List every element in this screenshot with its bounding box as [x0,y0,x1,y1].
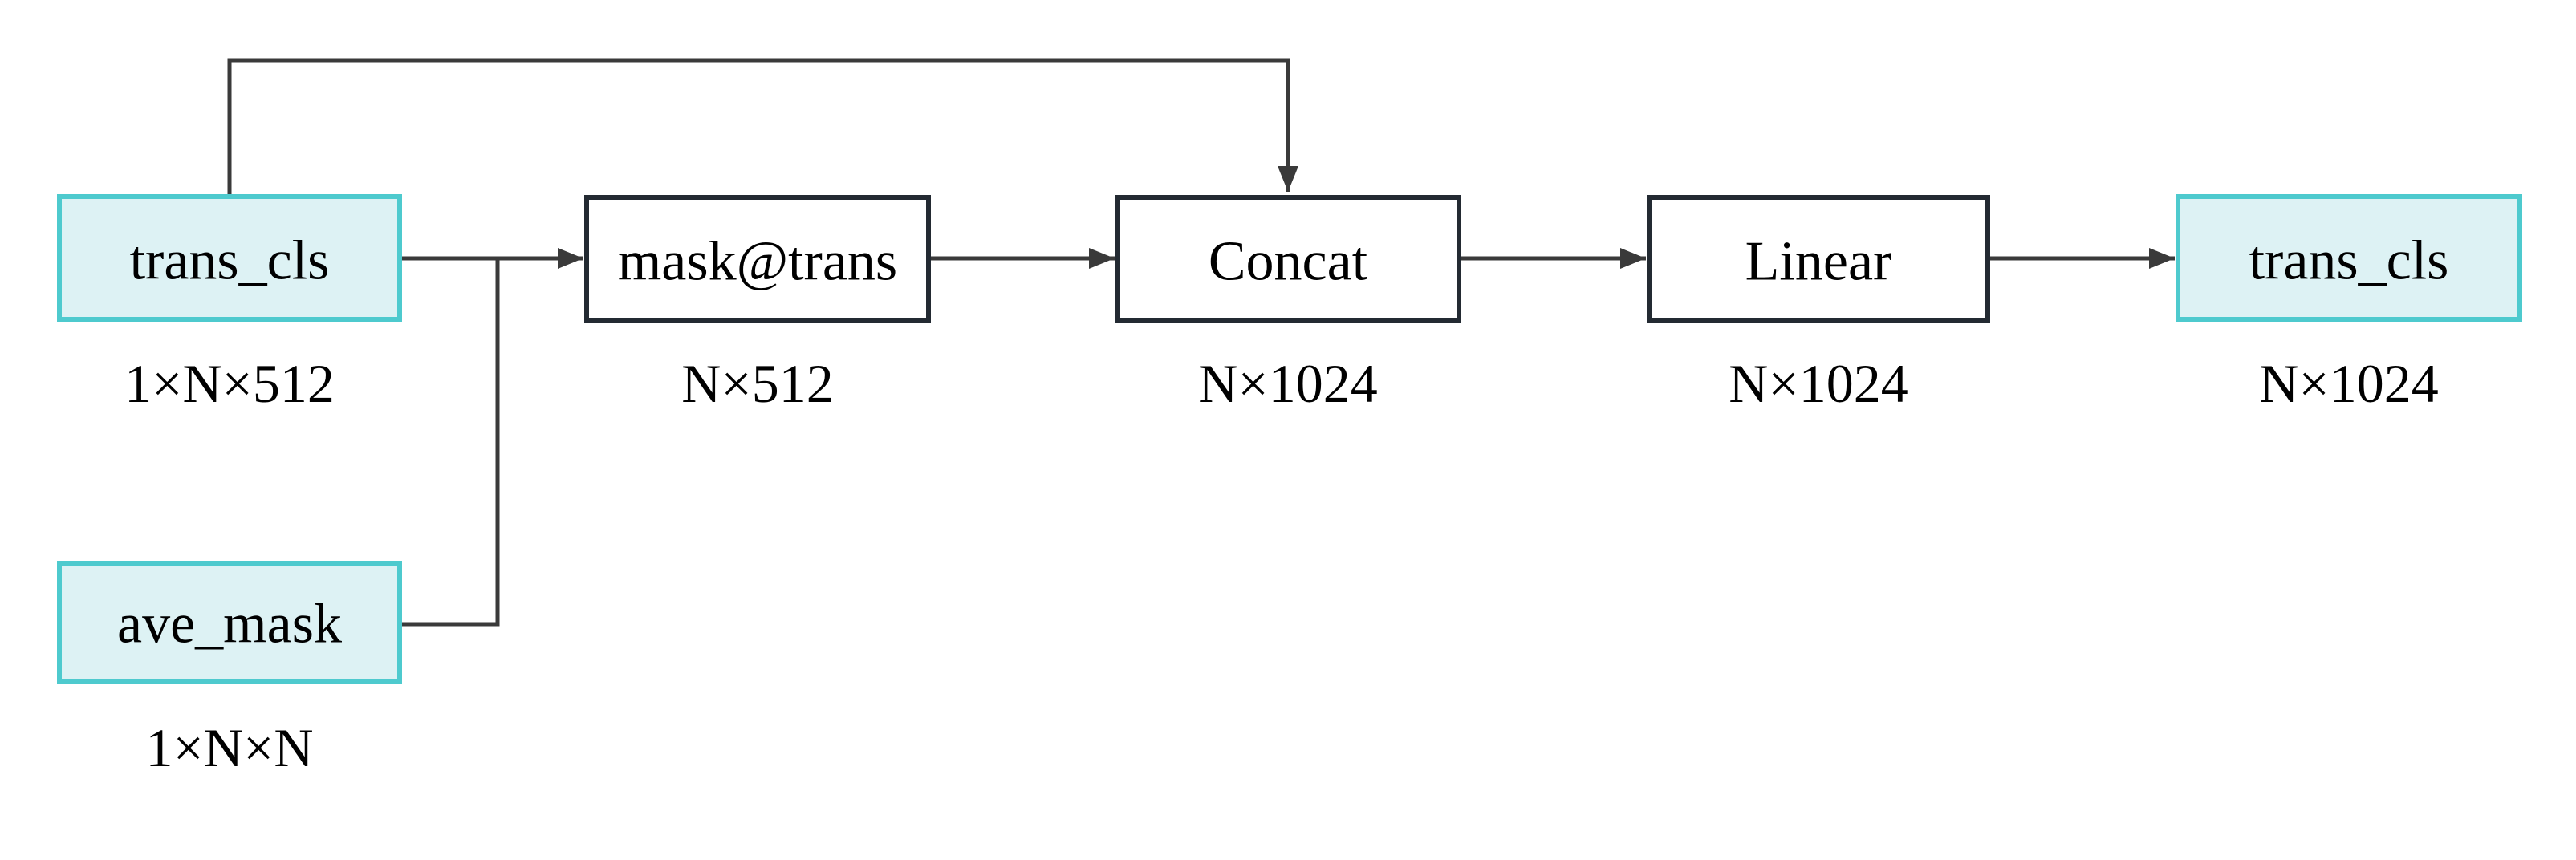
node-ave-mask: ave_mask 1×N×N [57,561,402,778]
node-box [57,194,402,322]
node-trans-cls-input: trans_cls 1×N×512 [57,194,402,414]
dim-label: N×1024 [1729,353,1908,414]
node-linear: Linear N×1024 [1647,195,1990,414]
node-concat: Concat N×1024 [1115,195,1461,414]
node-box [1115,195,1461,322]
dim-label: N×1024 [1198,353,1377,414]
node-box [584,195,931,322]
node-label: trans_cls [2249,230,2449,292]
node-label: trans_cls [130,230,330,292]
node-box [2176,194,2522,322]
edge-skip-transcls-to-concat [227,58,1298,197]
node-trans-cls-output: trans_cls N×1024 [2176,194,2522,414]
node-box [57,561,402,684]
edge-avemask-branch [400,260,500,627]
dim-label: N×1024 [2259,353,2438,414]
edges [227,58,2175,627]
dim-label: 1×N×N [146,717,314,778]
dim-label: 1×N×512 [124,353,335,414]
dim-label: N×512 [681,353,833,414]
node-box [1647,195,1990,322]
node-mask-at-trans: mask@trans N×512 [584,195,931,414]
node-label: Concat [1209,231,1368,293]
node-label: ave_mask [117,594,342,655]
node-label: mask@trans [618,231,897,293]
node-label: Linear [1745,231,1892,293]
